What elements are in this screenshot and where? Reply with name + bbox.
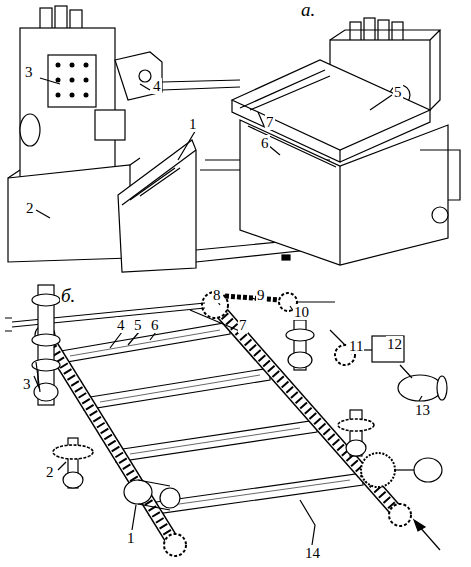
callout-number: 11: [348, 338, 364, 354]
callout-number: 14: [304, 545, 321, 561]
figure-letter: а.: [300, 0, 316, 20]
kinematic-scheme: [5, 285, 447, 556]
callout-number: 8: [212, 287, 222, 303]
callout-number: 3: [22, 376, 32, 392]
callout-number: 7: [238, 317, 248, 333]
tenoner-view: [8, 6, 460, 272]
callout-number: 7: [265, 114, 275, 130]
callout-number: 9: [256, 287, 266, 303]
callout-number: 2: [25, 200, 35, 216]
callout-number: 4: [116, 317, 126, 333]
callout-number: 6: [150, 317, 160, 333]
callout-number: 1: [188, 116, 198, 132]
callout-number: 4: [152, 78, 162, 94]
callout-number: 10: [293, 304, 310, 320]
callout-number: 5: [133, 317, 143, 333]
callout-number: 12: [386, 336, 403, 352]
callout-number: 13: [414, 402, 431, 418]
callout-number: 2: [45, 464, 55, 480]
figure-letter: б.: [60, 286, 76, 306]
callout-number: 6: [260, 135, 270, 151]
callout-number: 5: [393, 84, 403, 100]
callout-number: 1: [126, 530, 136, 546]
callout-number: 3: [24, 64, 34, 80]
